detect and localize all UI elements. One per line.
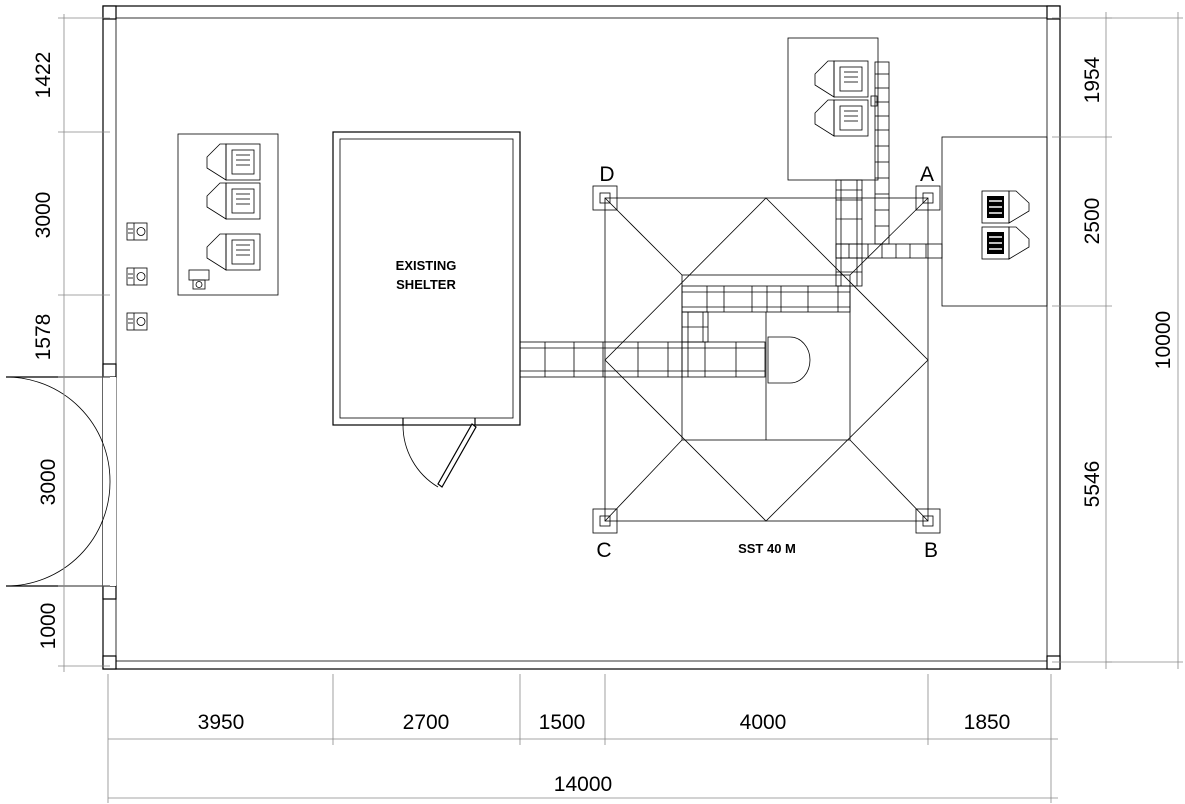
dim-bottom-2: 2700: [403, 711, 450, 734]
tower-label: SST 40 M: [738, 541, 796, 556]
equipment-pad-left: [177, 133, 279, 296]
wall-panel-3: [126, 312, 148, 331]
cabinet-5: [814, 99, 869, 137]
dim-bottom-1: 3950: [198, 711, 245, 734]
site-boundary: [102, 5, 1061, 670]
equipment-pad-upper: [787, 37, 879, 181]
cable-ladder-main: [519, 341, 766, 378]
dim-right-2: 2500: [1081, 198, 1104, 245]
tower-leg-d-label: D: [599, 163, 614, 186]
dim-bottom-total: 14000: [554, 773, 612, 796]
dim-right-1: 1954: [1081, 56, 1104, 103]
dim-bottom-5: 1850: [964, 711, 1011, 734]
small-panel: [188, 269, 210, 290]
tower-sst: D A C B SST 40 M: [592, 163, 941, 562]
tower-leg-a-label: A: [920, 163, 934, 186]
cabinet-7: [981, 226, 1030, 260]
dim-left-5: 1000: [37, 603, 60, 650]
cabinet-4: [814, 60, 869, 98]
wall-panel-1: [126, 222, 148, 241]
equipment-pad-right: [941, 136, 1048, 307]
dim-left-3: 1578: [32, 314, 55, 361]
shelter-label-line2: SHELTER: [396, 277, 456, 292]
dim-left-2: 3000: [32, 192, 55, 239]
dim-left-1: 1422: [32, 52, 55, 99]
shelter-label-line1: EXISTING: [396, 258, 457, 273]
entrance-gate: [5, 376, 116, 587]
cabinet-3: [206, 233, 261, 271]
dim-bottom-4: 4000: [740, 711, 787, 734]
cabinet-1: [206, 143, 261, 181]
dim-right-3: 5546: [1081, 461, 1104, 508]
wall-panels: [126, 222, 148, 331]
existing-shelter: EXISTING SHELTER: [332, 131, 521, 488]
dimension-lines: [58, 12, 1183, 803]
wall-panel-2: [126, 267, 148, 286]
dim-right-total: 10000: [1152, 311, 1175, 369]
feeder-entry: [767, 336, 811, 384]
dim-bottom-3: 1500: [539, 711, 586, 734]
dim-left-4: 3000: [37, 459, 60, 506]
dimension-labels: 3950 2700 1500 4000 1850 14000 1422 3000…: [32, 52, 1175, 796]
tower-leg-b-label: B: [924, 539, 938, 562]
cabinet-6: [981, 190, 1030, 224]
cabinet-2: [206, 182, 261, 220]
tower-leg-c-label: C: [596, 539, 611, 562]
